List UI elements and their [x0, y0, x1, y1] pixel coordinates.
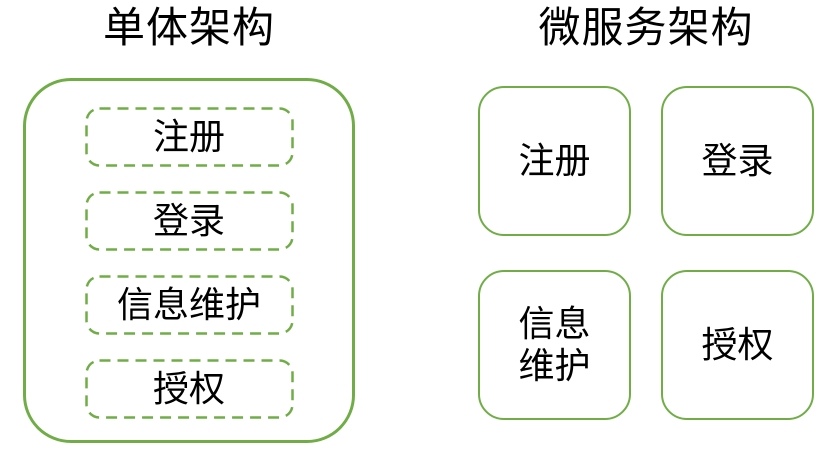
- service-label: 登录: [701, 139, 774, 181]
- monolith-title: 单体架构: [102, 4, 275, 51]
- monolith-module-login: 登录: [84, 191, 294, 251]
- dashed-border: [84, 275, 294, 335]
- monolith-module-authorization: 授权: [84, 359, 294, 419]
- service-authorization: 授权: [661, 270, 814, 420]
- service-label: 注册: [518, 139, 591, 181]
- microservices-title: 微服务架构: [538, 4, 754, 51]
- dashed-border: [84, 359, 294, 419]
- monolith-module-label: 注册: [152, 116, 225, 157]
- service-info-maintenance: 信息 维护: [478, 270, 631, 420]
- service-login: 登录: [661, 86, 814, 236]
- monolith-container: 注册 登录 信息维护 授权: [23, 78, 355, 443]
- monolith-module-register: 注册: [84, 107, 294, 167]
- dashed-border: [84, 107, 294, 167]
- microservices-grid: 注册 登录 信息 维护 授权: [478, 86, 814, 420]
- monolith-module-label: 信息维护: [116, 284, 261, 325]
- monolith-module-label: 授权: [152, 368, 225, 409]
- monolith-module-info-maintenance: 信息维护: [84, 275, 294, 335]
- dashed-border: [84, 191, 294, 251]
- service-label: 授权: [701, 323, 774, 365]
- monolith-module-label: 登录: [152, 200, 225, 241]
- service-label: 信息 维护: [518, 302, 591, 386]
- service-register: 注册: [478, 86, 631, 236]
